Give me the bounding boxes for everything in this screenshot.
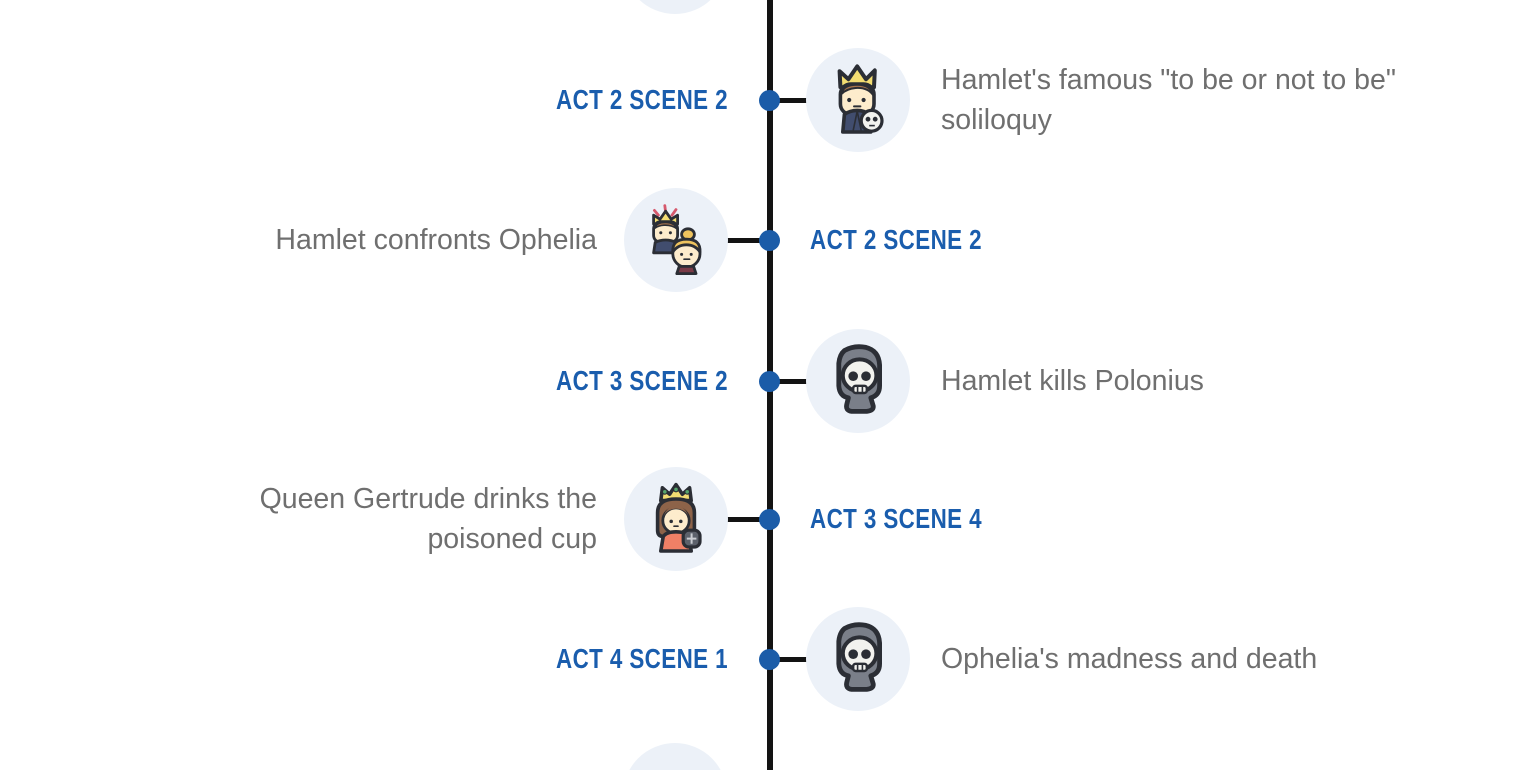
event-icon-circle <box>806 48 910 152</box>
act-scene-label-text: ACT 3 SCENE 4 <box>810 503 982 534</box>
hamlet-holding-skull-icon <box>837 64 884 134</box>
act-scene-label: ACT 2 SCENE 2 <box>810 223 1025 257</box>
timeline-connector <box>726 238 764 243</box>
timeline-connector <box>773 657 811 662</box>
timeline-node-dot <box>759 649 780 670</box>
timeline-connector <box>773 379 811 384</box>
event-description: Hamlet kills Polonius <box>941 365 1204 397</box>
event-description: Hamlet's famous "to be or not to be" sol… <box>941 64 1396 136</box>
queen-with-poison-cup-icon <box>655 482 702 553</box>
event-description: Queen Gertrude drinks the poisoned cup <box>259 483 597 555</box>
timeline-connector <box>773 98 811 103</box>
act-scene-label-text: ACT 2 SCENE 2 <box>556 84 728 115</box>
act-scene-label-text: ACT 3 SCENE 2 <box>556 365 728 396</box>
act-scene-label: ACT 2 SCENE 2 <box>513 83 728 117</box>
timeline-connector <box>726 517 764 522</box>
act-scene-label: ACT 4 SCENE 1 <box>513 642 728 676</box>
act-scene-label-text: ACT 2 SCENE 2 <box>810 224 982 255</box>
cropped-top-icon-circle <box>623 0 727 14</box>
grim-reaper-icon <box>836 344 882 414</box>
event-description: Hamlet confronts Ophelia <box>275 224 597 256</box>
timeline-node-dot <box>759 90 780 111</box>
hamlet-and-ophelia-icon <box>652 204 702 275</box>
event-icon-circle <box>624 467 728 571</box>
cropped-bottom-icon-circle <box>623 743 727 770</box>
event-icon-circle <box>806 607 910 711</box>
act-scene-label: ACT 3 SCENE 2 <box>513 364 728 398</box>
act-scene-label-text: ACT 4 SCENE 1 <box>556 643 728 674</box>
timeline-node-dot <box>759 230 780 251</box>
event-icon-circle <box>624 188 728 292</box>
timeline-node-dot <box>759 371 780 392</box>
event-description: Ophelia's madness and death <box>941 643 1318 675</box>
timeline-node-dot <box>759 509 780 530</box>
act-scene-label: ACT 3 SCENE 4 <box>810 502 1025 536</box>
event-icon-circle <box>806 329 910 433</box>
grim-reaper-icon <box>836 622 882 692</box>
